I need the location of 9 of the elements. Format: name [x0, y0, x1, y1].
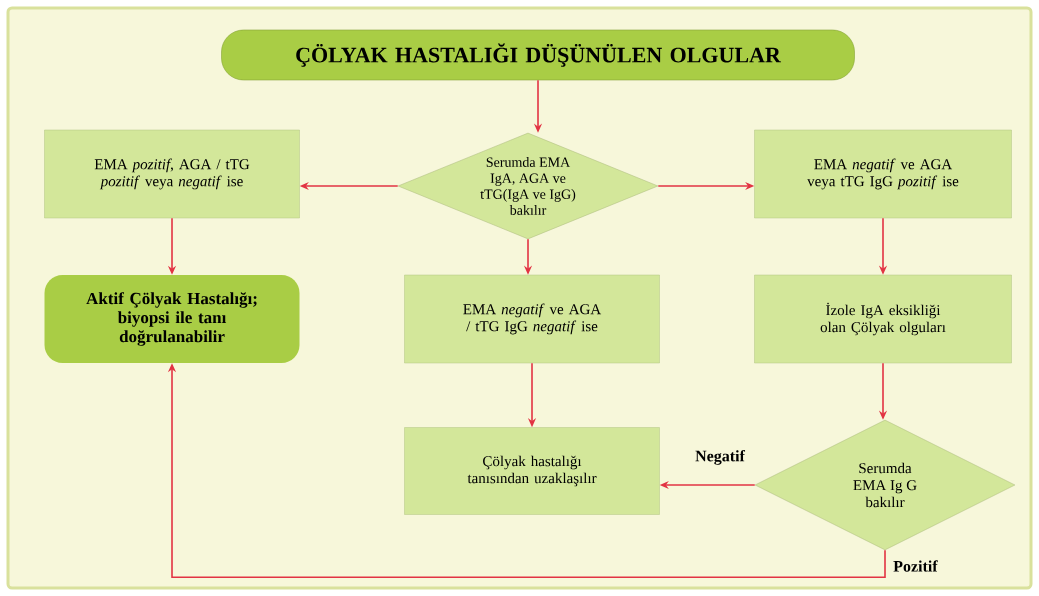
process-box: EMA negatif ve AGA / tTG IgG negatif ise	[404, 274, 660, 364]
title-pill: ÇÖLYAK HASTALIĞI DÜŞÜNÜLEN OLGULAR	[221, 29, 855, 81]
process-box: EMA negatif ve AGA veya tTG IgG pozitif ise	[754, 129, 1012, 219]
edge-label: Negatif	[694, 449, 746, 466]
process-box: Çölyak hastalığı tanısından uzaklaşılır	[404, 427, 660, 515]
result-box: Aktif Çölyak Hastalığı; biyopsi ile tanı doğrulanabilir	[44, 275, 300, 363]
process-box: İzole IgA eksikliği olan Çölyak olguları	[754, 274, 1012, 364]
edge-label: Pozitif	[892, 559, 939, 573]
process-box: EMA pozitif, AGA / tTG pozitif veya negatif ise	[44, 129, 300, 219]
